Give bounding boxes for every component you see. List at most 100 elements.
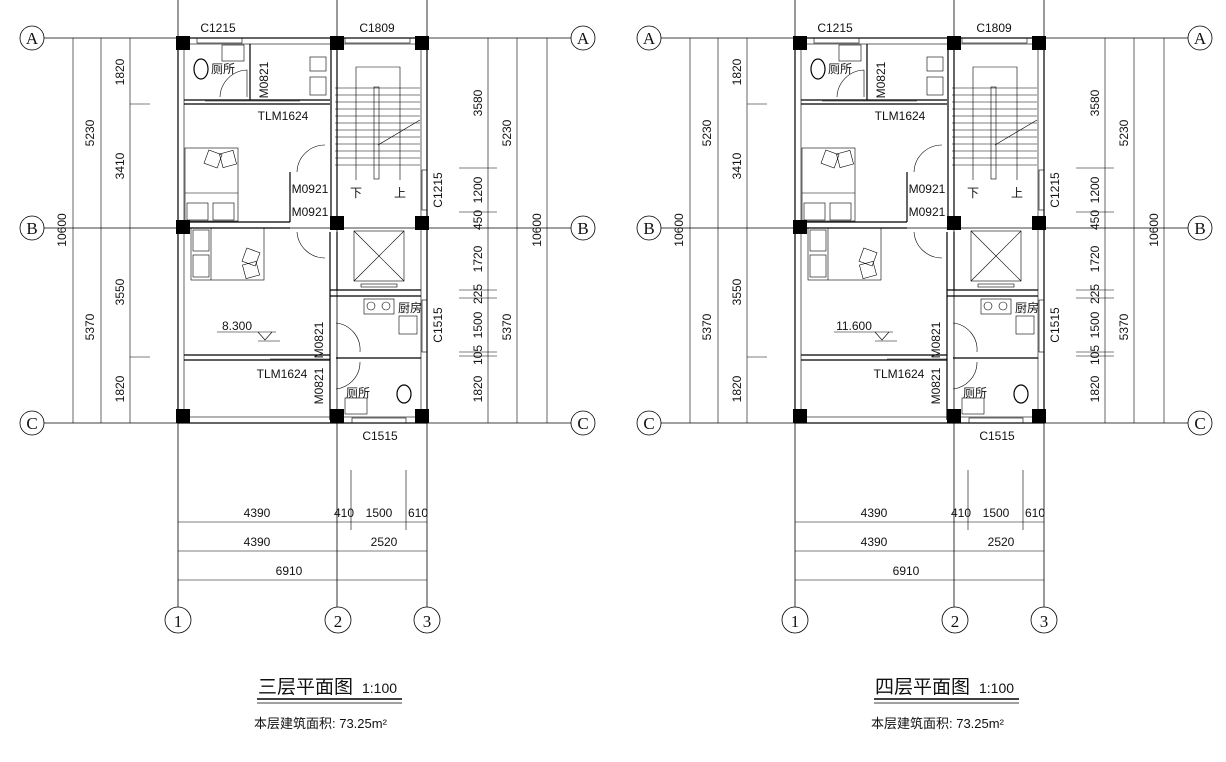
svg-text:M0821: M0821: [257, 61, 271, 98]
floor-area: 本层建筑面积: 73.25m²: [871, 716, 1005, 731]
svg-text:M0821: M0821: [312, 321, 326, 358]
axis-bubble-a-right: A: [1187, 25, 1213, 51]
svg-text:2: 2: [951, 612, 960, 631]
axis-bubble-1: 1: [781, 606, 809, 634]
plan-scale: 1:100: [362, 680, 397, 696]
staircase: [335, 66, 421, 180]
svg-text:C: C: [643, 414, 654, 433]
room-labels: C1215 C1809 厕所 M0821 TLM1624 M0921 M0921…: [817, 21, 1062, 443]
windows: [813, 37, 1045, 424]
svg-text:厕所: 厕所: [211, 62, 235, 76]
svg-text:2520: 2520: [371, 535, 398, 549]
svg-text:3580: 3580: [471, 89, 485, 116]
svg-text:105: 105: [471, 345, 485, 365]
svg-text:1500: 1500: [1088, 311, 1102, 338]
left-dimensions: 10600 5230 5370 1820 3410 3550 1820: [55, 38, 150, 423]
bed: [190, 227, 265, 281]
doors: [205, 69, 361, 390]
bottom-dimensions: 4390 410 1500 610 4390 2520 6910: [178, 470, 428, 581]
plan-title: 三层平面图: [258, 677, 353, 698]
svg-text:A: A: [26, 29, 39, 48]
svg-text:8.300: 8.300: [222, 319, 252, 333]
svg-text:上: 上: [1011, 186, 1023, 200]
axis-bubble-1: 1: [164, 606, 192, 634]
svg-text:2520: 2520: [988, 535, 1015, 549]
svg-text:C1215: C1215: [200, 21, 236, 35]
svg-text:3580: 3580: [1088, 89, 1102, 116]
svg-text:A: A: [1194, 29, 1207, 48]
axis-bubble-b-left: B: [636, 215, 662, 241]
svg-text:C: C: [577, 414, 588, 433]
svg-text:10600: 10600: [1147, 213, 1161, 247]
svg-text:1: 1: [791, 612, 800, 631]
svg-text:10600: 10600: [672, 213, 686, 247]
right-dimensions: 3580 5230 10600 1200 450 1720 225 1500 1…: [459, 38, 548, 423]
axis-bubble-b-right: B: [1187, 215, 1213, 241]
svg-text:4390: 4390: [861, 535, 888, 549]
svg-text:410: 410: [334, 506, 354, 520]
svg-text:M0921: M0921: [909, 182, 946, 196]
axis-bubble-c-right: C: [1187, 410, 1213, 436]
svg-text:A: A: [577, 29, 590, 48]
left-dimensions: 10600 5230 5370 1820 3410 3550 1820: [672, 38, 767, 423]
svg-text:6910: 6910: [276, 564, 303, 578]
svg-text:下: 下: [967, 186, 979, 200]
svg-text:3410: 3410: [730, 152, 744, 179]
axis-bubble-a-left: A: [19, 25, 45, 51]
svg-text:M0921: M0921: [292, 182, 329, 196]
svg-text:1820: 1820: [730, 375, 744, 402]
svg-text:C: C: [26, 414, 37, 433]
drawing-title: 三层平面图 1:100 本层建筑面积: 73.25m²: [254, 677, 402, 731]
svg-text:10600: 10600: [530, 213, 544, 247]
svg-text:1200: 1200: [1088, 176, 1102, 203]
axis-bubble-a-left: A: [636, 25, 662, 51]
svg-text:5230: 5230: [1117, 119, 1131, 146]
svg-text:1820: 1820: [113, 375, 127, 402]
svg-text:TLM1624: TLM1624: [257, 367, 308, 381]
svg-text:450: 450: [1088, 210, 1102, 230]
svg-text:1: 1: [174, 612, 183, 631]
svg-text:3550: 3550: [730, 278, 744, 305]
svg-text:C1215: C1215: [431, 172, 445, 208]
plan-title: 四层平面图: [875, 677, 970, 698]
svg-text:1820: 1820: [113, 58, 127, 85]
svg-text:4390: 4390: [861, 506, 888, 520]
svg-text:5370: 5370: [700, 313, 714, 340]
walls: [794, 37, 1045, 424]
staircase: [952, 66, 1038, 180]
bottom-dimensions: 4390 410 1500 610 4390 2520 6910: [795, 470, 1045, 581]
svg-text:11.600: 11.600: [836, 319, 872, 333]
elevator: [353, 230, 405, 288]
bed: [807, 227, 882, 281]
svg-text:1820: 1820: [471, 375, 485, 402]
axis-bubble-c-right: C: [570, 410, 596, 436]
svg-text:B: B: [1194, 219, 1205, 238]
plan-scale: 1:100: [979, 680, 1014, 696]
svg-text:610: 610: [408, 506, 428, 520]
axis-bubble-c-left: C: [19, 410, 45, 436]
svg-text:225: 225: [1088, 284, 1102, 304]
svg-text:450: 450: [471, 210, 485, 230]
svg-text:3410: 3410: [113, 152, 127, 179]
svg-text:1500: 1500: [983, 506, 1010, 520]
svg-text:5370: 5370: [1117, 313, 1131, 340]
bed: [184, 147, 239, 222]
svg-text:B: B: [577, 219, 588, 238]
svg-text:M0821: M0821: [874, 61, 888, 98]
svg-text:2: 2: [334, 612, 343, 631]
svg-text:C1515: C1515: [979, 429, 1015, 443]
svg-text:TLM1624: TLM1624: [875, 109, 926, 123]
svg-text:5370: 5370: [500, 313, 514, 340]
svg-text:TLM1624: TLM1624: [874, 367, 925, 381]
svg-text:上: 上: [394, 186, 406, 200]
svg-text:厕所: 厕所: [963, 386, 987, 400]
svg-text:C1215: C1215: [1048, 172, 1062, 208]
svg-text:厕所: 厕所: [346, 386, 370, 400]
drawing-title: 四层平面图 1:100 本层建筑面积: 73.25m²: [871, 677, 1019, 731]
elevation-mark: 8.300: [217, 319, 280, 342]
svg-text:M0921: M0921: [909, 205, 946, 219]
svg-text:M0821: M0821: [929, 367, 943, 404]
svg-text:610: 610: [1025, 506, 1045, 520]
fixtures: [810, 44, 1035, 415]
